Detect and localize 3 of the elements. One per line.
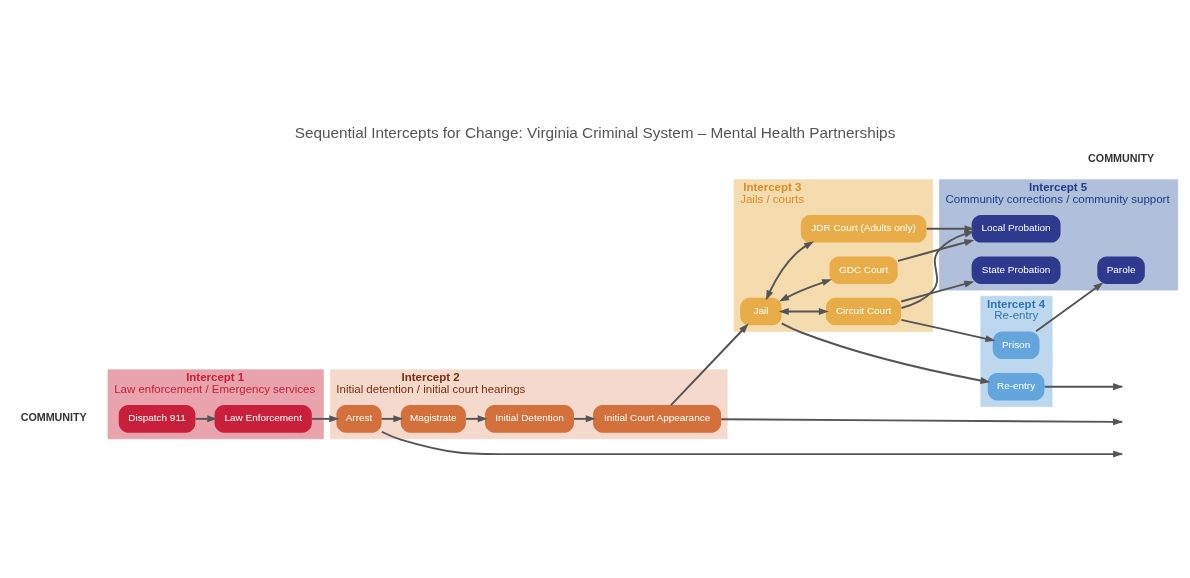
diagram-title: Sequential Intercepts for Change: Virginia Criminal System – Mental Health Partnerships <box>294 124 896 142</box>
label: COMMUNITY <box>1088 151 1155 164</box>
label: COMMUNITY <box>20 410 87 423</box>
